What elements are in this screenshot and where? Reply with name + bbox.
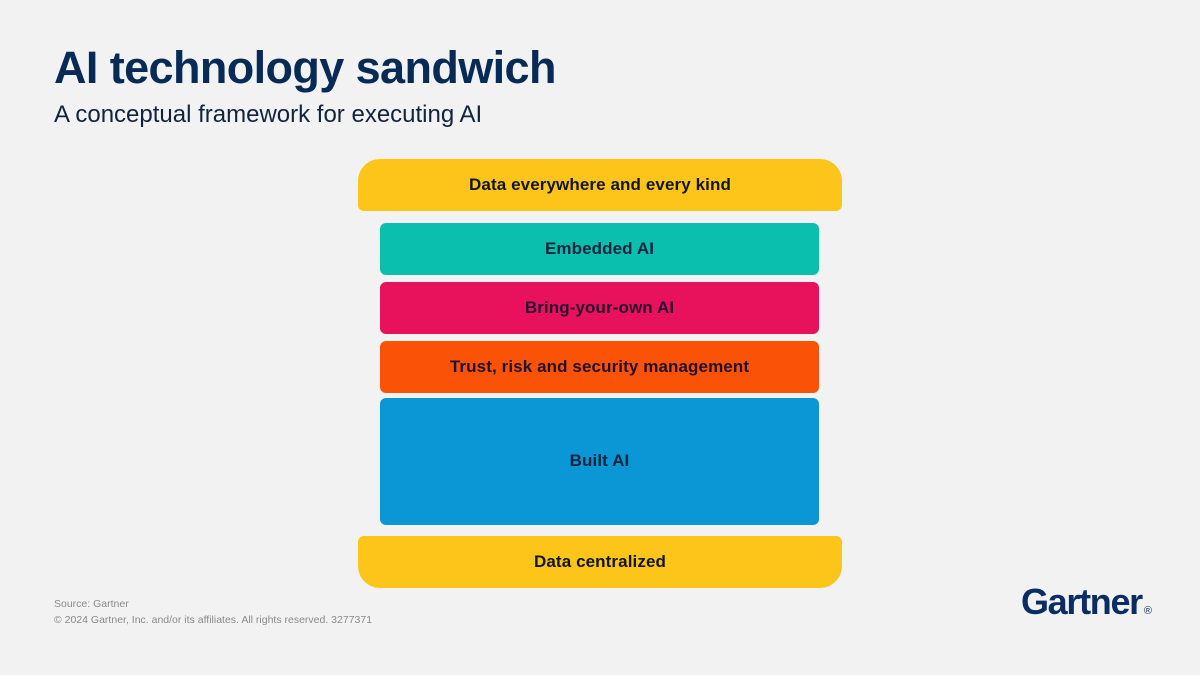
layer-data-everywhere[interactable]: Data everywhere and every kind: [358, 159, 842, 211]
footer-source: Source: Gartner: [54, 598, 129, 610]
slide-footer: Source: Gartner © 2024 Gartner, Inc. and…: [54, 596, 372, 629]
layer-label-data-everywhere: Data everywhere and every kind: [469, 174, 731, 194]
gartner-logo-text: Gartner: [1020, 581, 1143, 622]
footer-copyright: © 2024 Gartner, Inc. and/or its affiliat…: [54, 614, 373, 627]
layer-bring-your-own-ai[interactable]: Bring-your-own AI: [380, 282, 819, 334]
layer-label-data-centralized: Data centralized: [534, 551, 666, 571]
layer-data-centralized[interactable]: Data centralized: [358, 536, 842, 588]
registered-trademark-icon: ®: [1143, 605, 1152, 617]
page-subtitle: A conceptual framework for executing AI: [54, 101, 483, 129]
gartner-logo: Gartner ®: [1021, 584, 1152, 620]
layer-label-built-ai: Built AI: [569, 451, 630, 471]
layer-label-bring-your-own-ai: Bring-your-own AI: [524, 297, 675, 317]
layer-label-embedded-ai: Embedded AI: [544, 238, 655, 258]
layer-built-ai[interactable]: Built AI: [380, 398, 819, 525]
layer-trust-risk-security-management[interactable]: Trust, risk and security management: [380, 341, 819, 393]
layer-label-trust-risk-security-management: Trust, risk and security management: [449, 356, 750, 376]
page-title: AI technology sandwich: [54, 42, 556, 93]
slide-header: AI technology sandwich A conceptual fram…: [54, 44, 954, 130]
layer-embedded-ai[interactable]: Embedded AI: [380, 223, 819, 275]
